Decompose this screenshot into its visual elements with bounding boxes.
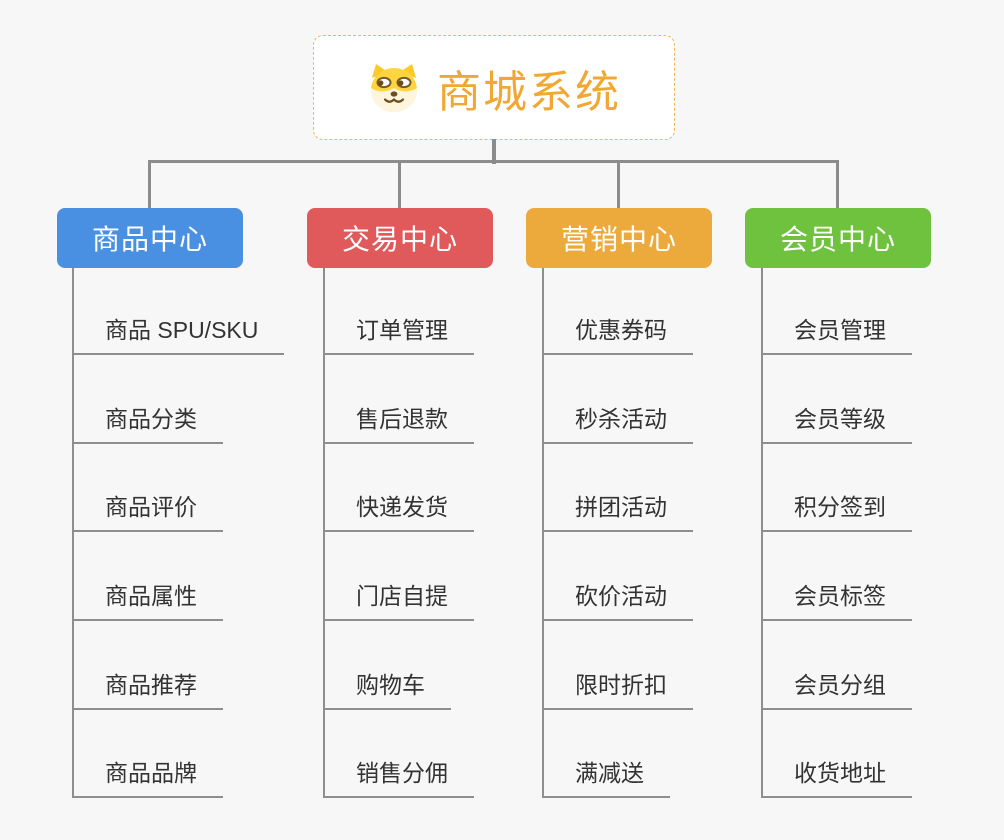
- item-member-management[interactable]: 会员管理: [761, 311, 912, 355]
- root-node[interactable]: 商城系统: [313, 35, 675, 140]
- item-shipping-address[interactable]: 收货地址: [761, 754, 912, 798]
- connector-drop-product: [148, 162, 151, 209]
- item-store-pickup[interactable]: 门店自提: [323, 577, 474, 621]
- connector-drop-member: [836, 162, 839, 209]
- branch-spine-marketing: [542, 268, 544, 798]
- item-express-delivery[interactable]: 快递发货: [323, 488, 474, 532]
- branch-member-center[interactable]: 会员中心: [745, 208, 931, 268]
- branch-spine-trade: [323, 268, 325, 798]
- item-product-category[interactable]: 商品分类: [72, 400, 223, 444]
- branch-marketing-center[interactable]: 营销中心: [526, 208, 712, 268]
- item-product-review[interactable]: 商品评价: [72, 488, 223, 532]
- item-sales-commission[interactable]: 销售分佣: [323, 754, 474, 798]
- connector-trunk: [492, 139, 496, 164]
- dog-face-icon: [371, 63, 417, 112]
- item-aftersale-refund[interactable]: 售后退款: [323, 400, 474, 444]
- root-title: 商城系统: [437, 67, 621, 117]
- item-bargain-activity[interactable]: 砍价活动: [542, 577, 693, 621]
- item-limited-time-discount[interactable]: 限时折扣: [542, 666, 693, 710]
- item-flash-sale[interactable]: 秒杀活动: [542, 400, 693, 444]
- item-coupon-code[interactable]: 优惠券码: [542, 311, 693, 355]
- item-member-tag[interactable]: 会员标签: [761, 577, 912, 621]
- item-order-management[interactable]: 订单管理: [323, 311, 474, 355]
- item-product-brand[interactable]: 商品品牌: [72, 754, 223, 798]
- branch-spine-member: [761, 268, 763, 798]
- item-group-buy[interactable]: 拼团活动: [542, 488, 693, 532]
- item-member-group[interactable]: 会员分组: [761, 666, 912, 710]
- item-shopping-cart[interactable]: 购物车: [323, 666, 451, 710]
- item-member-level[interactable]: 会员等级: [761, 400, 912, 444]
- item-product-attribute[interactable]: 商品属性: [72, 577, 223, 621]
- connector-drop-trade: [398, 162, 401, 209]
- branch-product-center[interactable]: 商品中心: [57, 208, 243, 268]
- item-points-checkin[interactable]: 积分签到: [761, 488, 912, 532]
- branch-trade-center[interactable]: 交易中心: [307, 208, 493, 268]
- item-full-reduction[interactable]: 满减送: [542, 754, 670, 798]
- item-product-spu-sku[interactable]: 商品 SPU/SKU: [72, 311, 285, 355]
- branch-spine-product: [72, 268, 74, 798]
- connector-horizontal: [148, 160, 839, 163]
- connector-drop-marketing: [617, 162, 620, 209]
- item-product-recommend[interactable]: 商品推荐: [72, 666, 223, 710]
